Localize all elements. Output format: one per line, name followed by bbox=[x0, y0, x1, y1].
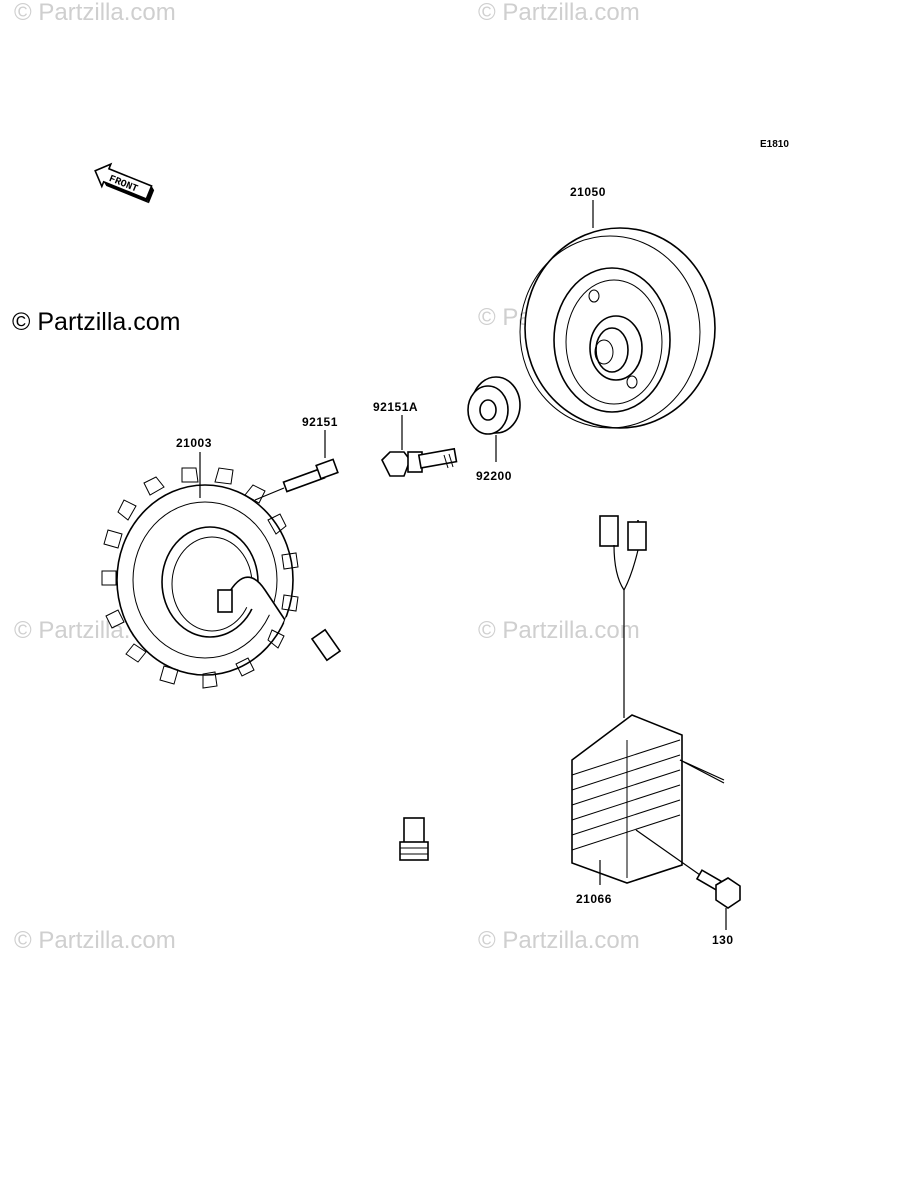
part-label-92151A: 92151A bbox=[373, 400, 418, 414]
part-label-21003: 21003 bbox=[176, 436, 212, 450]
copyright-text: © Partzilla.com bbox=[12, 308, 180, 336]
diagram-code: E1810 bbox=[760, 139, 789, 150]
regulator-part[interactable] bbox=[571, 515, 683, 884]
stator-bolt-part[interactable] bbox=[282, 458, 339, 493]
flywheel-part[interactable] bbox=[519, 227, 716, 429]
part-label-21050: 21050 bbox=[570, 185, 606, 199]
regulator-bolt-part[interactable] bbox=[695, 869, 741, 909]
front-arrow-icon: FRONT bbox=[94, 162, 155, 204]
part-label-21066: 21066 bbox=[576, 892, 612, 906]
part-label-92200: 92200 bbox=[476, 469, 512, 483]
watermark: © Partzilla.com bbox=[478, 0, 640, 26]
collar-part[interactable] bbox=[467, 376, 521, 435]
watermark: © Partzilla.com bbox=[478, 617, 640, 644]
flywheel-bolt-part[interactable] bbox=[381, 447, 458, 477]
part-label-130: 130 bbox=[712, 933, 734, 947]
watermark: © Partzilla.com bbox=[478, 927, 640, 954]
watermark: © Partzilla.com bbox=[14, 927, 176, 954]
part-label-92151: 92151 bbox=[302, 415, 338, 429]
stator-part[interactable] bbox=[101, 467, 299, 689]
stator-wire bbox=[284, 617, 429, 861]
watermark: © Partzilla.com bbox=[14, 0, 176, 26]
